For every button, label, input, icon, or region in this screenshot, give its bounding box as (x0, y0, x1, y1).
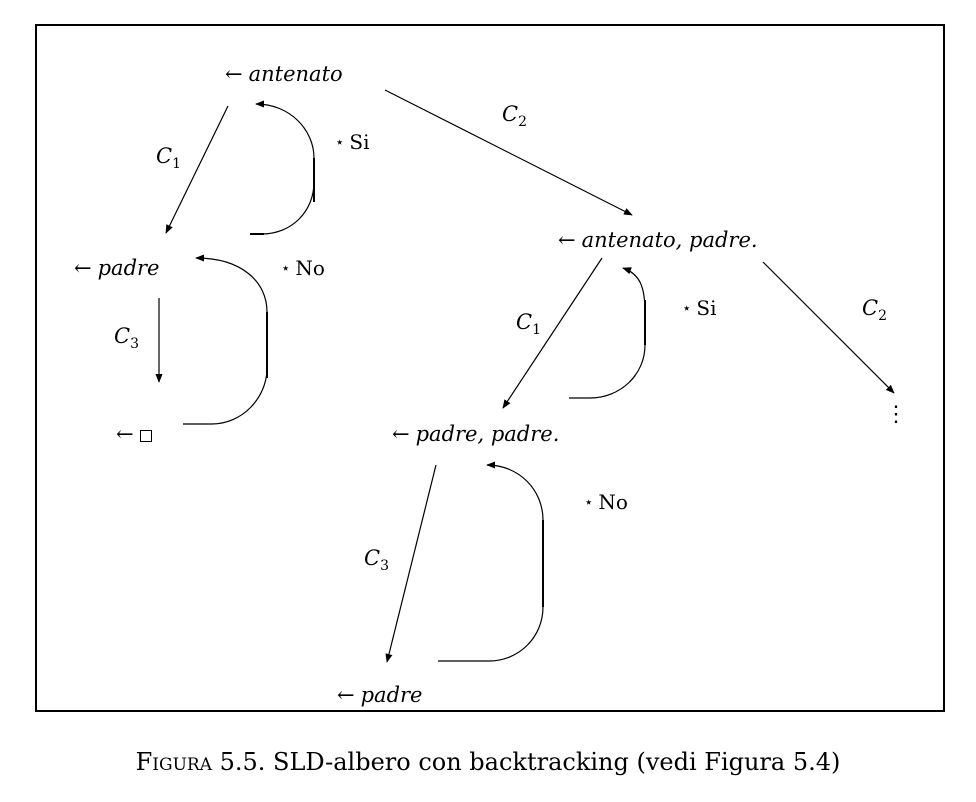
goal-arrow: ← (392, 422, 410, 446)
backtrack-mark-3: ⋆Si (682, 296, 717, 320)
goal-text: padre (97, 256, 160, 280)
edge-label-root-left: C1 (156, 144, 181, 172)
goal-arrow: ← (558, 228, 576, 252)
node-right: ←antenato, padre. (558, 230, 758, 251)
goal-arrow: ← (225, 62, 243, 86)
figure-frame (35, 24, 945, 712)
edge-label-right-dots: C2 (862, 296, 887, 324)
backtrack-mark-4: ⋆No (584, 490, 628, 514)
edge-label-right-mid: C1 (516, 310, 541, 338)
edge-root-to-left (165, 105, 229, 234)
backtrack-arc-2 (183, 254, 268, 425)
star-icon: ⋆ (584, 493, 594, 511)
goal-text: padre (360, 683, 423, 707)
edge-label-mid-bottom: C3 (364, 546, 389, 574)
backtrack-arc-3 (569, 267, 646, 399)
node-mid: ←padre, padre. (392, 424, 559, 445)
edge-label-root-right: C2 (502, 102, 527, 130)
backtrack-mark-2: ⋆No (281, 256, 325, 280)
goal-text: padre, padre. (415, 422, 560, 446)
continuation-dots: ⋮ (885, 402, 907, 427)
figure-number: Figura 5.5. (135, 748, 266, 776)
goal-text: antenato, padre. (581, 228, 758, 252)
star-icon: ⋆ (281, 259, 291, 277)
node-left: ←padre (74, 258, 159, 279)
edge-right-to-mid (502, 257, 603, 409)
goal-arrow: ← (74, 256, 92, 280)
goal-arrow: ← (116, 422, 134, 446)
figure-caption: Figura 5.5. SLD-albero con backtracking … (0, 748, 976, 776)
edge-mid-to-bottom (385, 464, 437, 663)
edge-root-to-right (384, 89, 633, 216)
backtrack-mark-1: ⋆Si (335, 130, 370, 154)
star-icon: ⋆ (335, 133, 345, 151)
backtrack-arc-4 (438, 461, 544, 662)
caption-text: SLD-albero con backtracking (vedi Figura… (273, 748, 841, 776)
edge-right-to-dots (762, 261, 895, 394)
node-root: ←antenato (225, 64, 343, 85)
empty-clause-icon (139, 430, 152, 442)
edge-label-left-empty: C3 (114, 324, 139, 352)
goal-arrow: ← (337, 683, 355, 707)
goal-text: antenato (248, 62, 343, 86)
backtrack-arc-1 (250, 100, 315, 235)
node-bottom: ←padre (337, 685, 422, 706)
node-empty-clause: ← (116, 424, 152, 445)
star-icon: ⋆ (682, 299, 692, 317)
